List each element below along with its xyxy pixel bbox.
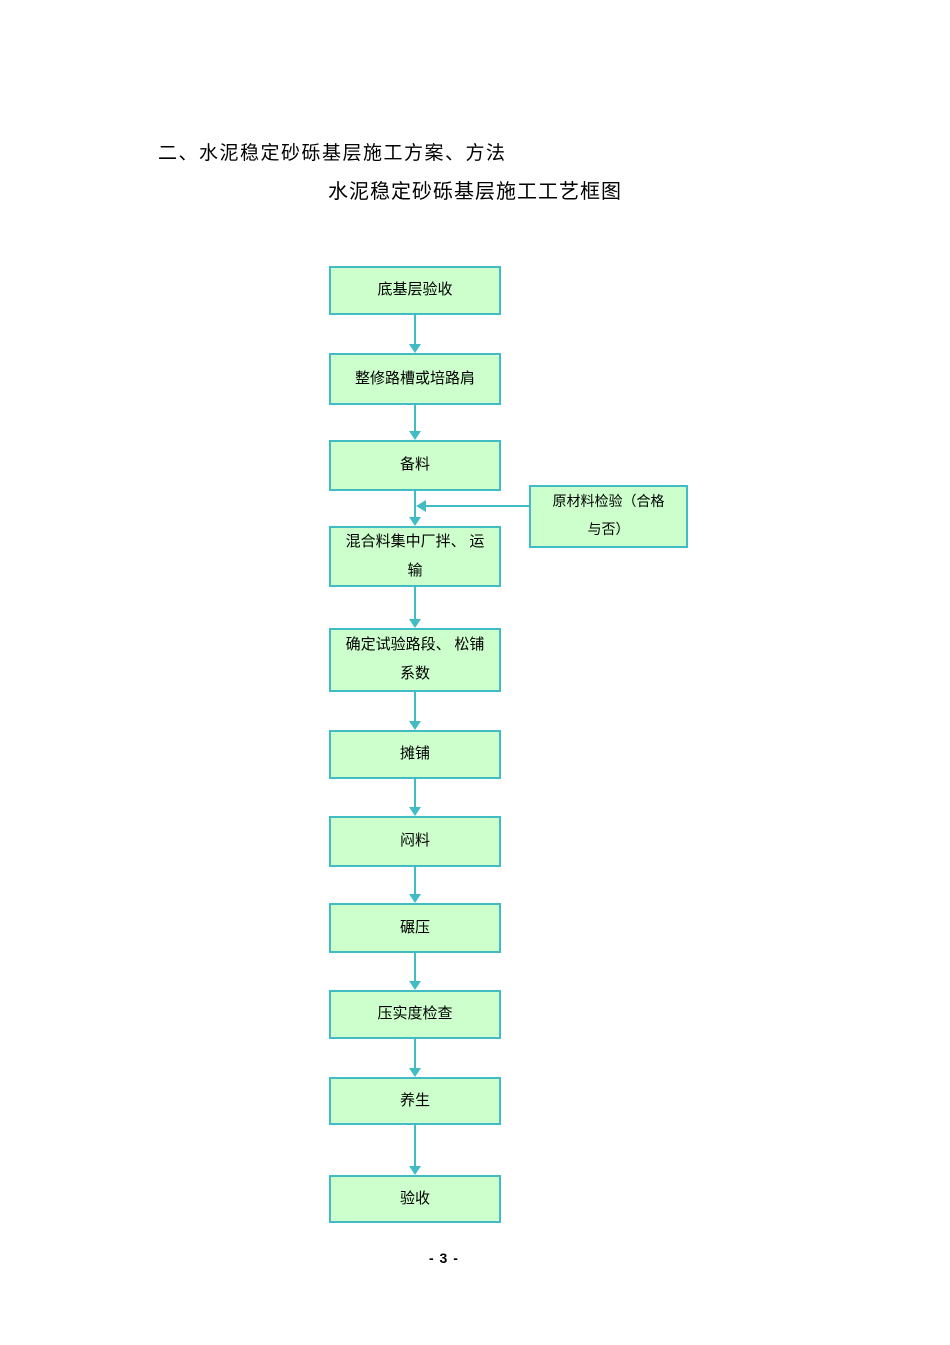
flow-step-compaction-degree-check: 压实度检查 xyxy=(329,990,501,1039)
flow-step-label: 确定试验路段、 松铺 xyxy=(345,637,485,653)
arrow-down-icon xyxy=(409,1125,421,1175)
flow-step-label: 验收 xyxy=(399,1190,430,1207)
arrow-down-icon xyxy=(409,779,421,816)
flow-note-label: 原材料检验（合格 xyxy=(552,494,665,510)
flow-step-label: 输 xyxy=(407,562,423,579)
flow-step-label: 摊铺 xyxy=(399,746,430,762)
flow-step-rolling-compaction: 碾压 xyxy=(329,903,501,953)
flow-step-label: 碾压 xyxy=(399,919,430,936)
flow-step-label: 混合料集中厂拌、 运 xyxy=(345,533,485,550)
flow-step-plant-mix-transport: 混合料集中厂拌、 运 输 xyxy=(329,526,501,587)
arrow-down-icon xyxy=(409,867,421,903)
section-heading: 二、水泥稳定砂砾基层施工方案、方法 xyxy=(158,143,507,164)
flow-step-label: 压实度检查 xyxy=(377,1006,453,1022)
arrow-down-icon xyxy=(409,587,421,628)
flowchart-title: 水泥稳定砂砾基层施工工艺框图 xyxy=(328,181,622,203)
arrow-left-icon xyxy=(416,500,529,512)
flow-note-label: 与否） xyxy=(587,522,630,538)
arrow-down-icon xyxy=(409,1039,421,1077)
flow-step-label: 整修路槽或培路肩 xyxy=(354,370,475,387)
flow-step-repair-trough-shoulder: 整修路槽或培路肩 xyxy=(329,353,501,405)
flow-step-label: 养生 xyxy=(399,1092,430,1109)
flow-step-subbase-acceptance: 底基层验收 xyxy=(329,266,501,315)
flow-step-label: 系数 xyxy=(399,666,430,682)
flow-step-acceptance: 验收 xyxy=(329,1175,501,1223)
flow-note-raw-material-inspection: 原材料检验（合格 与否） xyxy=(529,485,688,548)
arrow-down-icon xyxy=(409,953,421,990)
flow-step-label: 闷料 xyxy=(399,833,430,849)
arrow-down-icon xyxy=(409,405,421,440)
arrow-down-icon xyxy=(409,315,421,353)
flow-step-trial-section-loose-coefficient: 确定试验路段、 松铺 系数 xyxy=(329,628,501,692)
flow-step-material-preparation: 备料 xyxy=(329,440,501,491)
flow-step-label: 备料 xyxy=(399,457,430,473)
flow-step-paving: 摊铺 xyxy=(329,730,501,779)
arrow-down-icon xyxy=(409,491,421,526)
flow-step-curing: 养生 xyxy=(329,1077,501,1125)
flow-step-label: 底基层验收 xyxy=(377,282,453,298)
arrow-down-icon xyxy=(409,692,421,730)
page-number: - 3 - xyxy=(429,1250,459,1266)
flow-step-material-resting: 闷料 xyxy=(329,816,501,867)
